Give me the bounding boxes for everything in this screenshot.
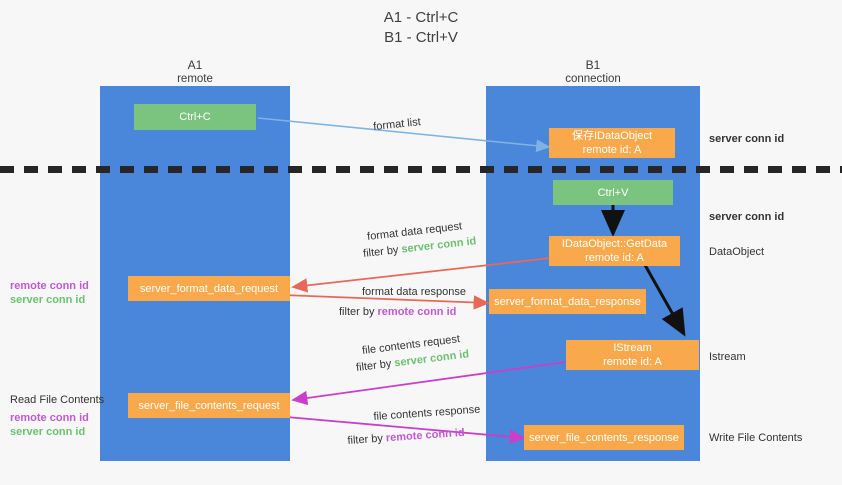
filter-prefix: filter by: [347, 432, 387, 448]
box-ctrl-c[interactable]: Ctrl+C: [134, 104, 256, 130]
box-ctrl-c-label: Ctrl+C: [179, 111, 211, 123]
box-getdata-line1: IDataObject::GetData: [561, 238, 668, 250]
box-ctrl-v-label: Ctrl+V: [597, 186, 629, 199]
filter-value-remote-conn-id: remote conn id: [385, 426, 466, 445]
box-idataobject-getdata[interactable]: IDataObject::GetData remote id: A: [549, 236, 680, 266]
column-b1-name: B1: [585, 58, 601, 72]
column-a1-name: A1: [187, 58, 203, 72]
box-istream-line1: IStream: [613, 342, 652, 354]
annotation-istream: Istream: [709, 351, 746, 363]
annotation-write-file-contents: Write File Contents: [709, 432, 803, 444]
annotation-server-conn-id-4: server conn id: [10, 426, 86, 438]
filter-prefix: filter by: [362, 243, 403, 261]
label-file-contents-response: file contents response: [373, 403, 481, 424]
label-format-list: format list: [372, 116, 422, 134]
column-b1-role: connection: [565, 73, 621, 85]
title-line-1: A1 - Ctrl+C: [383, 9, 459, 26]
label-format-data-response-filter: filter by remote conn id: [339, 305, 456, 319]
annotation-conn-id-group-1: remote conn id server conn id: [10, 279, 89, 307]
filter-prefix: filter by: [339, 306, 378, 318]
annotation-server-conn-id-1: server conn id: [709, 133, 785, 145]
box-server-format-data-request-label: server_format_data_request: [139, 282, 279, 295]
box-getdata-line2: remote id: A: [585, 252, 644, 264]
box-server-format-data-response-label: server_format_data_response: [494, 295, 641, 308]
page-title: A1 - Ctrl+C B1 - Ctrl+V: [0, 8, 842, 48]
annotation-server-conn-id-2: server conn id: [709, 211, 785, 223]
box-save-idataobject[interactable]: 保存IDataObject remote id: A: [549, 128, 675, 158]
column-header-b1: B1 connection: [528, 58, 658, 86]
label-file-contents-response-filter: filter by remote conn id: [347, 426, 465, 448]
box-istream[interactable]: IStream remote id: A: [566, 340, 699, 370]
phase-divider: [0, 166, 842, 173]
label-format-data-response: format data response: [362, 286, 466, 298]
box-server-format-data-request[interactable]: server_format_data_request: [128, 276, 290, 301]
box-save-idataobject-line1: 保存IDataObject: [571, 130, 653, 142]
annotation-read-file-contents: Read File Contents: [10, 394, 105, 406]
box-server-file-contents-response[interactable]: server_file_contents_response: [524, 425, 684, 450]
column-header-a1: A1 remote: [130, 58, 260, 86]
filter-value-remote-conn-id: remote conn id: [377, 306, 457, 318]
annotation-remote-conn-id-2: remote conn id: [10, 412, 89, 424]
box-ctrl-v[interactable]: Ctrl+V: [553, 180, 673, 205]
filter-prefix: filter by: [355, 357, 396, 375]
annotation-dataobject: DataObject: [709, 246, 765, 258]
box-istream-line2: remote id: A: [603, 356, 662, 368]
box-server-file-contents-request[interactable]: server_file_contents_request: [128, 393, 290, 418]
annotation-conn-id-group-2: remote conn id server conn id: [10, 411, 89, 439]
annotation-server-conn-id-3: server conn id: [10, 294, 86, 306]
box-server-format-data-response[interactable]: server_format_data_response: [489, 289, 646, 314]
column-a1-role: remote: [177, 73, 213, 85]
box-server-file-contents-request-label: server_file_contents_request: [138, 399, 280, 412]
annotation-remote-conn-id-1: remote conn id: [10, 280, 89, 292]
box-server-file-contents-response-label: server_file_contents_response: [529, 431, 679, 444]
box-save-idataobject-line2: remote id: A: [582, 144, 642, 156]
title-line-2: B1 - Ctrl+V: [384, 29, 458, 46]
